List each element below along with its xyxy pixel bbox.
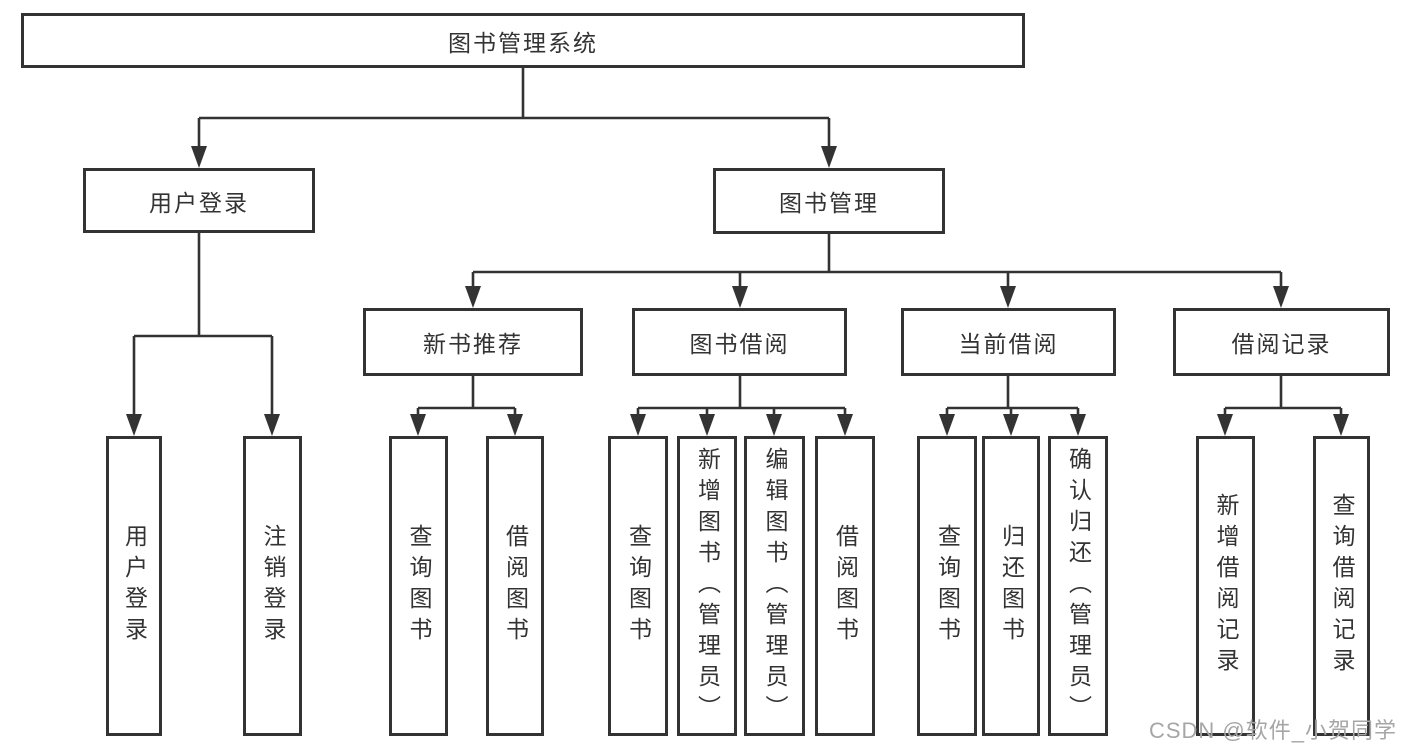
- leaf-query-books-3: 查询图书: [917, 436, 977, 736]
- leaf-query-books-2: 查询图书: [608, 436, 668, 736]
- leaf-confirm-return-admin: 确认归还（管理员）: [1048, 436, 1108, 736]
- node-book-borrowing: 图书借阅: [632, 308, 847, 376]
- leaf-query-books-1: 查询图书: [389, 436, 448, 736]
- leaf-logout: 注销登录: [243, 436, 302, 736]
- leaf-edit-books-admin: 编辑图书（管理员）: [744, 436, 805, 736]
- leaf-return-books: 归还图书: [982, 436, 1040, 736]
- watermark: CSDN @软件_小贺同学: [1148, 718, 1397, 743]
- leaf-add-borrow-record: 新增借阅记录: [1196, 436, 1255, 736]
- node-book-management: 图书管理: [713, 168, 945, 234]
- node-current-borrowing: 当前借阅: [901, 308, 1116, 376]
- leaf-borrow-books-2: 借阅图书: [815, 436, 875, 736]
- leaf-user-login: 用户登录: [106, 436, 162, 736]
- leaf-query-borrow-record: 查询借阅记录: [1313, 436, 1370, 736]
- leaf-add-books-admin: 新增图书（管理员）: [677, 436, 737, 736]
- node-user-login: 用户登录: [83, 168, 315, 233]
- node-borrow-records: 借阅记录: [1173, 308, 1390, 376]
- node-library-system: 图书管理系统: [21, 13, 1025, 68]
- leaf-borrow-books-1: 借阅图书: [486, 436, 544, 736]
- node-new-book-recommend: 新书推荐: [363, 308, 583, 376]
